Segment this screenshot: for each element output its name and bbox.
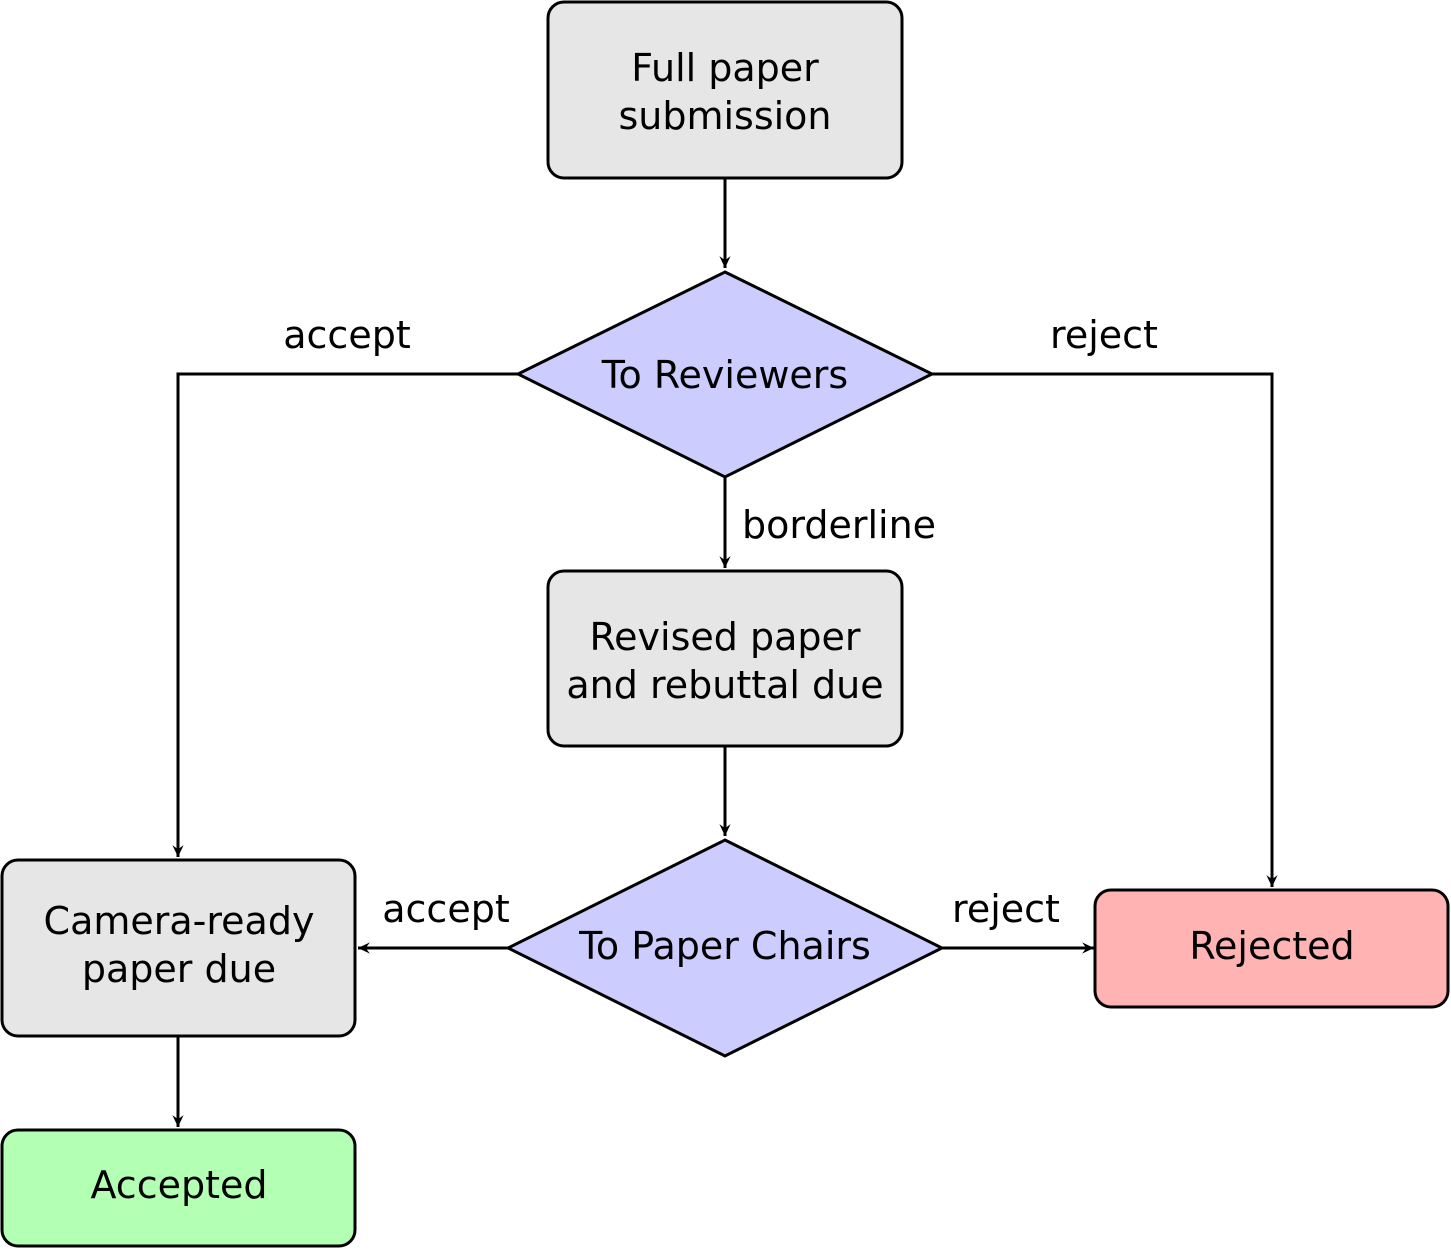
node-rejected-label: Rejected [1189,924,1354,968]
edge-label-chairs-reject: reject [952,887,1060,931]
edge-label-chairs-accept: accept [382,887,509,931]
node-to-reviewers-label: To Reviewers [601,353,848,397]
node-to-reviewers [514,270,936,479]
node-accepted-label: Accepted [90,1163,267,1207]
node-rejected [1093,888,1450,1009]
edge-reviewers-accept [172,372,518,857]
node-camera-ready [0,858,357,1038]
edge-label-reviewers-borderline: borderline [742,503,936,547]
edge-label-reviewers-reject: reject [1050,313,1158,357]
node-full-paper-submission [546,0,904,180]
node-revised-paper-line1: Revised paper [589,615,860,659]
node-camera-ready-line1: Camera-ready [44,899,315,943]
node-revised-paper [546,569,904,748]
node-revised-paper-line2: and rebuttal due [566,663,883,707]
node-camera-ready-line2: paper due [82,947,276,991]
node-to-paper-chairs [504,838,946,1058]
node-accepted [0,1128,357,1248]
node-full-paper-line2: submission [618,94,831,138]
edge-label-reviewers-accept: accept [283,313,410,357]
edge-reviewers-reject [932,372,1278,887]
node-full-paper-line1: Full paper [631,46,819,90]
node-to-paper-chairs-label: To Paper Chairs [578,924,871,968]
